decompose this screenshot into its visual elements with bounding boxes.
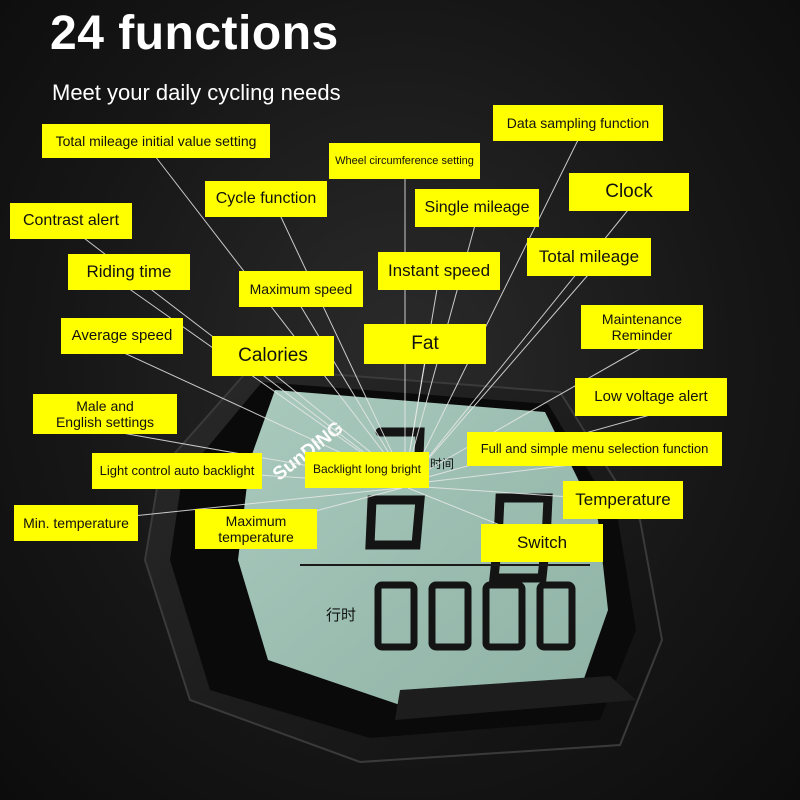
lcd-digit xyxy=(536,581,576,651)
lcd-segment xyxy=(365,495,425,550)
callout-cycle-function: Cycle function xyxy=(205,181,327,217)
leader-line xyxy=(279,214,406,481)
lcd-digit xyxy=(428,581,472,651)
callout-total-mileage: Total mileage xyxy=(527,238,651,276)
lcd-digit xyxy=(374,581,418,651)
leader-line xyxy=(154,155,406,481)
callout-temperature: Temperature xyxy=(563,481,683,519)
lcd-label-time: 时间 xyxy=(430,457,454,471)
callout-min-temperature: Min. temperature xyxy=(14,505,138,541)
callout-backlight-long-bright: Backlight long bright xyxy=(305,452,429,488)
callout-riding-time: Riding time xyxy=(68,254,190,290)
lcd-label-trip: 行时 xyxy=(326,606,356,624)
callout-maximum-temperature: Maximum temperature xyxy=(195,509,317,549)
main-title: 24 functions xyxy=(50,7,339,60)
callout-maintenance-reminder: Maintenance Reminder xyxy=(581,305,703,349)
callout-maximum-speed: Maximum speed xyxy=(239,271,363,307)
callout-male-and-english-settings: Male and English settings xyxy=(33,394,177,434)
leader-line xyxy=(299,304,406,481)
lcd-digit xyxy=(482,581,526,651)
callout-switch: Switch xyxy=(481,524,603,562)
callout-clock: Clock xyxy=(569,173,689,211)
leader-line xyxy=(409,139,579,481)
callout-light-control-auto-backlight: Light control auto backlight xyxy=(92,453,262,489)
callout-instant-speed: Instant speed xyxy=(378,252,500,290)
lcd-bottom-digits xyxy=(374,581,576,651)
subtitle: Meet your daily cycling needs xyxy=(52,80,341,105)
callout-total-mileage-initial-value-setting: Total mileage initial value setting xyxy=(42,124,270,158)
callout-wheel-circumference-setting: Wheel circumference setting xyxy=(329,143,480,179)
callout-average-speed: Average speed xyxy=(61,318,183,354)
device-bottom-edge xyxy=(395,676,636,720)
callout-data-sampling-function: Data sampling function xyxy=(493,105,663,141)
leader-line xyxy=(409,274,589,481)
callout-full-and-simple-menu-selection-function: Full and simple menu selection function xyxy=(467,432,722,466)
callout-low-voltage-alert: Low voltage alert xyxy=(575,378,727,416)
callout-contrast-alert: Contrast alert xyxy=(10,203,132,239)
callout-single-mileage: Single mileage xyxy=(415,189,539,227)
callout-fat: Fat xyxy=(364,324,486,364)
leader-line xyxy=(409,345,646,481)
callout-calories: Calories xyxy=(212,336,334,376)
